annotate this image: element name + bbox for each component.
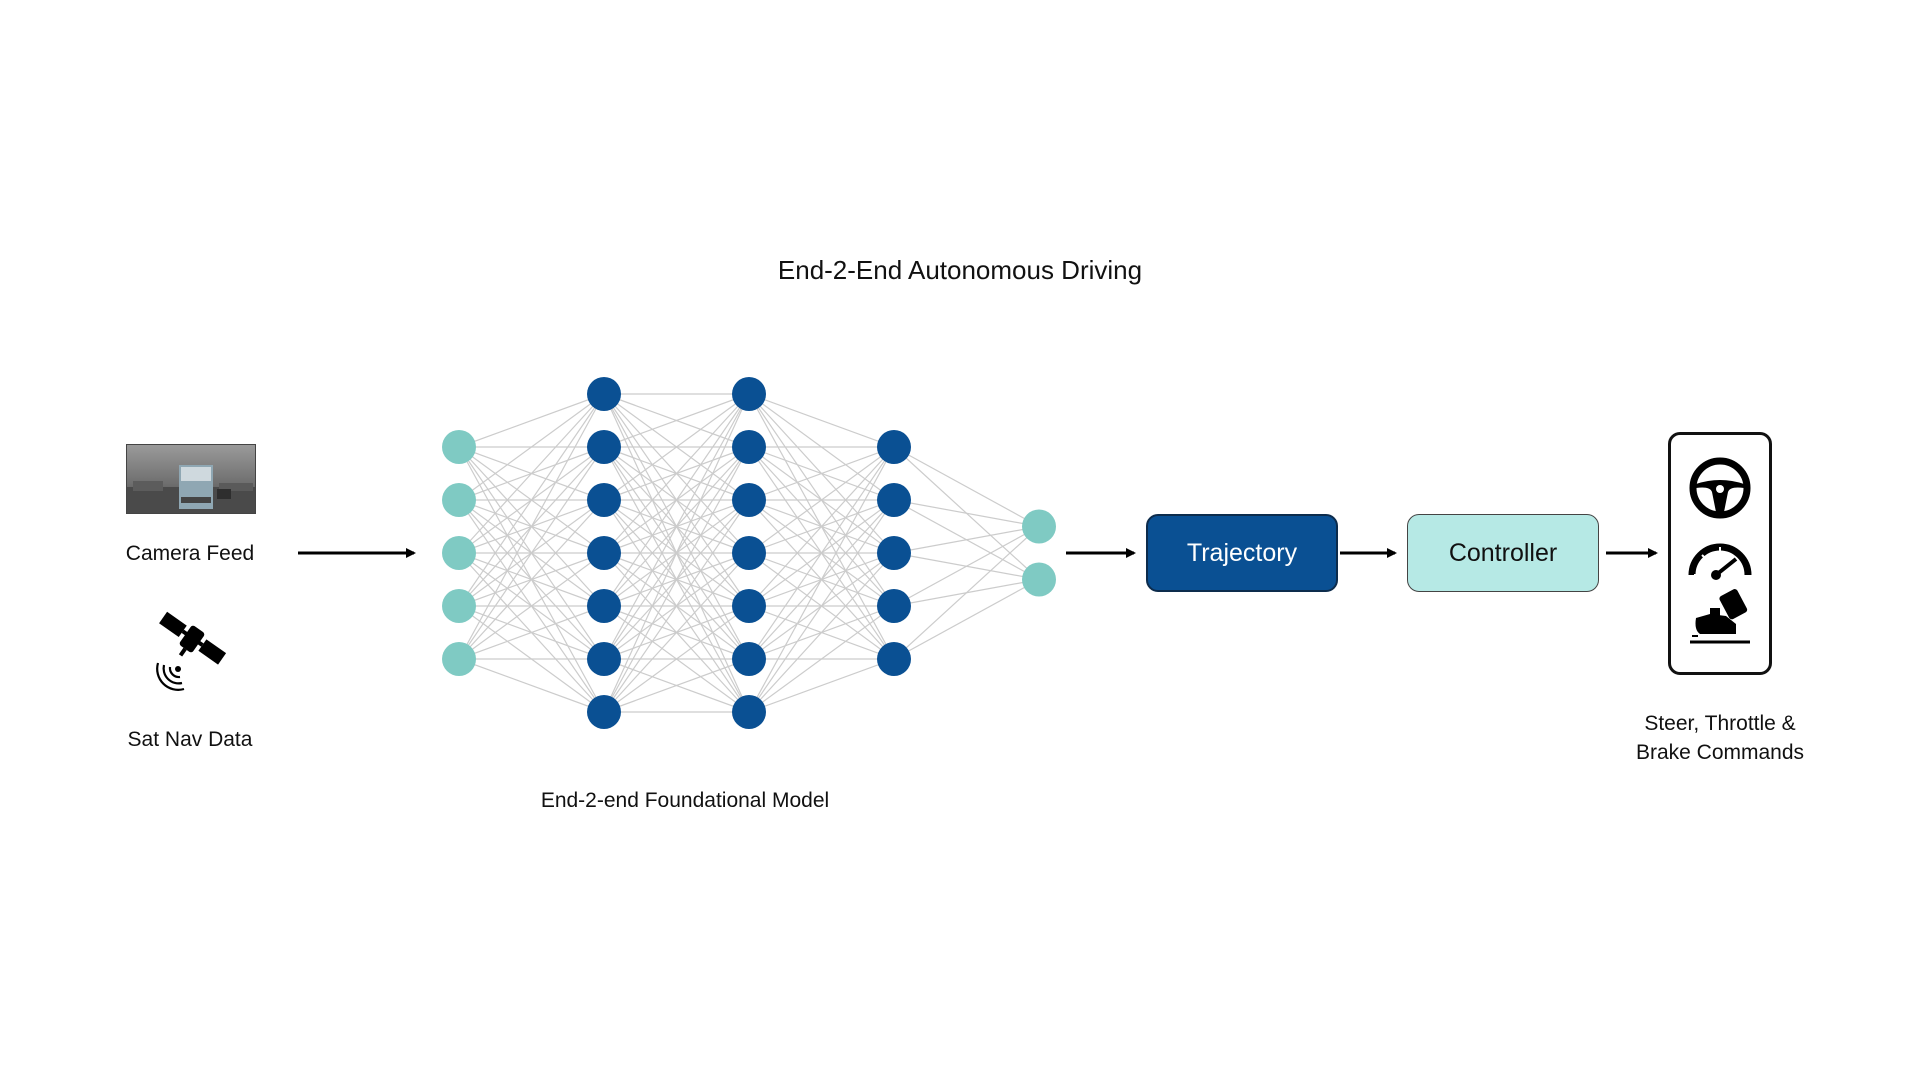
- satellite-icon: [156, 611, 227, 691]
- network-node-layer4-4: [877, 589, 911, 623]
- network-node-layer2-7: [587, 695, 621, 729]
- network-node-layer3-6: [732, 642, 766, 676]
- network-edge: [748, 605, 895, 713]
- network-edge: [458, 393, 605, 660]
- network-edge: [603, 393, 750, 607]
- network-edge: [748, 658, 895, 713]
- network-edge: [603, 605, 750, 713]
- network-node-layer2-4: [587, 536, 621, 570]
- network-node-layer4-2: [877, 483, 911, 517]
- diagram-title: End-2-End Autonomous Driving: [777, 255, 1143, 285]
- network-edge: [458, 393, 605, 501]
- network-node-layer2-2: [587, 430, 621, 464]
- network-edge: [603, 658, 750, 713]
- network-nodes: [442, 377, 1056, 729]
- network-edge: [748, 446, 895, 660]
- network-node-layer1-4: [442, 589, 476, 623]
- network-edge: [748, 499, 895, 713]
- camera-feed-image: [126, 444, 256, 514]
- network-edge: [748, 446, 895, 607]
- network-node-layer3-1: [732, 377, 766, 411]
- network-node-layer3-4: [732, 536, 766, 570]
- network-node-layer1-5: [442, 642, 476, 676]
- network-node-layer1-2: [442, 483, 476, 517]
- network-edge: [458, 393, 605, 554]
- controller-label: Controller: [1448, 538, 1558, 567]
- pedal-icon: [1690, 589, 1750, 644]
- network-edge: [893, 446, 1040, 528]
- network-edge: [893, 525, 1040, 554]
- network-edge: [893, 578, 1040, 660]
- network-edge: [458, 499, 605, 660]
- network-edge: [603, 552, 750, 713]
- network-edge: [603, 446, 750, 713]
- controller-box: Controller: [1407, 514, 1599, 592]
- command-panel: [1668, 432, 1772, 675]
- speedometer-icon: [1688, 543, 1752, 580]
- network-edge: [603, 393, 750, 448]
- network-edge: [458, 605, 605, 660]
- model-caption: End-2-end Foundational Model: [540, 789, 830, 812]
- network-edge: [893, 525, 1040, 607]
- network-node-layer2-3: [587, 483, 621, 517]
- network-node-layer3-7: [732, 695, 766, 729]
- network-node-layer5-1: [1022, 509, 1056, 544]
- network-node-layer2-1: [587, 377, 621, 411]
- network-edges: [458, 393, 1040, 713]
- network-edge: [458, 658, 605, 713]
- network-node-layer2-5: [587, 589, 621, 623]
- network-edge: [603, 393, 750, 501]
- network-node-layer5-2: [1022, 562, 1056, 597]
- network-edge: [603, 393, 750, 660]
- network-edge: [458, 446, 605, 660]
- network-node-layer4-5: [877, 642, 911, 676]
- network-edge: [748, 446, 895, 554]
- network-edge: [603, 393, 750, 713]
- commands-label-line2: Brake Commands: [1635, 741, 1805, 764]
- network-node-layer1-1: [442, 430, 476, 464]
- camera-feed-label: Camera Feed: [125, 542, 255, 565]
- network-edge: [603, 393, 750, 554]
- network-edge: [748, 552, 895, 713]
- network-node-layer4-3: [877, 536, 911, 570]
- network-node-layer4-1: [877, 430, 911, 464]
- network-node-layer3-5: [732, 589, 766, 623]
- network-edge: [893, 526, 1040, 660]
- network-edge: [458, 393, 605, 448]
- network-edge: [458, 552, 605, 660]
- network-node-layer3-3: [732, 483, 766, 517]
- network-edge: [748, 446, 895, 501]
- network-node-layer2-6: [587, 642, 621, 676]
- network-node-layer1-3: [442, 536, 476, 570]
- commands-label-line1: Steer, Throttle &: [1644, 712, 1796, 735]
- steering-wheel-icon: [1689, 457, 1751, 519]
- network-edge: [458, 393, 605, 607]
- trajectory-box: Trajectory: [1146, 514, 1338, 592]
- network-edge: [893, 499, 1040, 528]
- network-edge: [748, 446, 895, 713]
- network-edge: [748, 393, 895, 448]
- satnav-label: Sat Nav Data: [127, 728, 253, 751]
- network-edge: [603, 499, 750, 713]
- trajectory-label: Trajectory: [1186, 538, 1298, 567]
- network-node-layer3-2: [732, 430, 766, 464]
